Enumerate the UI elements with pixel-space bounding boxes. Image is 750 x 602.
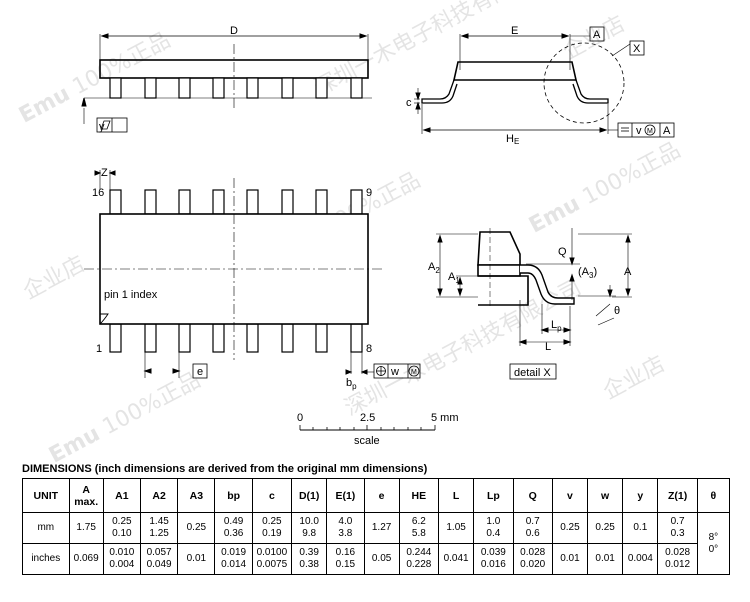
mmc-symbol: M <box>647 128 653 135</box>
dim-Lp-label: Lp <box>551 319 562 333</box>
header-A2: A2 <box>139 478 179 513</box>
tolerance-datum-A: A <box>663 125 671 137</box>
dim-D-label: D <box>230 25 238 37</box>
cell-A: 0.069 <box>68 543 104 575</box>
pin-8-label: 8 <box>366 343 372 355</box>
pin-1-label: 1 <box>96 343 102 355</box>
table-header-row: UNIT A max. A1 A2 A3 bp c D(1) E(1) e HE… <box>22 478 731 513</box>
header-e: e <box>363 478 400 513</box>
header-c: c <box>251 478 293 513</box>
flatness-y-label: y <box>99 121 105 133</box>
pin-16-label: 16 <box>92 187 104 199</box>
cell-w: 0.01 <box>587 543 624 575</box>
header-L: L <box>438 478 475 513</box>
header-Lp: Lp <box>473 478 514 513</box>
header-D: D(1) <box>291 478 328 513</box>
header-unit: UNIT <box>22 478 70 513</box>
header-HE: HE <box>398 478 440 513</box>
dimensions-table: UNIT A max. A1 A2 A3 bp c D(1) E(1) e HE… <box>22 478 731 575</box>
mmc-symbol: M <box>411 369 417 376</box>
cell-e: 1.27 <box>363 512 400 544</box>
header-A-max: A max. <box>68 478 104 513</box>
cell-y: 0.1 <box>622 512 659 544</box>
header-A3: A3 <box>177 478 216 513</box>
cell-v: 0.01 <box>551 543 589 575</box>
pin-9-label: 9 <box>366 187 372 199</box>
header-E: E(1) <box>326 478 365 513</box>
dim-HE-label: HE <box>506 133 519 146</box>
header-theta: θ <box>696 478 731 513</box>
cell-L: 0.041 <box>438 543 475 575</box>
pin-1-index-label: pin 1 index <box>104 289 158 301</box>
dim-E-label: E <box>511 25 518 37</box>
scale-label: scale <box>354 435 380 447</box>
dim-A2-label: A2 <box>428 261 440 275</box>
dim-A3-label: (A3) <box>578 266 597 280</box>
header-bp: bp <box>214 478 253 513</box>
header-y: y <box>622 478 659 513</box>
dim-Q-label: Q <box>558 246 567 258</box>
header-A1: A1 <box>102 478 141 513</box>
dim-c-label: c <box>406 97 412 109</box>
cell-theta: 8°0° <box>696 512 731 575</box>
cell-A3: 0.01 <box>177 543 216 575</box>
header-w: w <box>587 478 624 513</box>
scale-tick-0: 0 <box>297 412 303 424</box>
datum-A-label: A <box>593 29 601 41</box>
detail-X-callout: X <box>633 43 641 55</box>
cell-unit: mm <box>22 512 70 544</box>
header-Q: Q <box>512 478 553 513</box>
cell-y: 0.004 <box>622 543 659 575</box>
cell-unit: inches <box>22 543 70 575</box>
tolerance-v-label: v <box>636 125 642 137</box>
header-Z: Z(1) <box>657 478 698 513</box>
cell-v: 0.25 <box>551 512 589 544</box>
dim-A1-label: A1 <box>448 271 460 285</box>
dim-e-label: e <box>197 366 203 378</box>
dimensions-title: DIMENSIONS (inch dimensions are derived … <box>22 463 428 475</box>
cell-L: 1.05 <box>438 512 475 544</box>
scale-tick-2-5: 2.5 <box>360 412 375 424</box>
dim-Z-label: Z <box>101 167 108 179</box>
header-v: v <box>551 478 589 513</box>
angle-theta-label: θ <box>614 305 620 317</box>
scale-tick-5: 5 mm <box>431 412 459 424</box>
dim-L-label: L <box>545 341 551 353</box>
package-outline-drawing: D y E A X c HE v M A Z 16 9 1 8 pin 1 in… <box>81 25 675 447</box>
tolerance-w-label: w <box>390 366 399 378</box>
cell-A: 1.75 <box>68 512 104 544</box>
cell-e: 0.05 <box>363 543 400 575</box>
dim-A-label: A <box>624 266 632 278</box>
detail-X-label: detail X <box>514 367 551 379</box>
cell-w: 0.25 <box>587 512 624 544</box>
dim-bp-label: bp <box>346 377 357 391</box>
cell-A3: 0.25 <box>177 512 216 544</box>
